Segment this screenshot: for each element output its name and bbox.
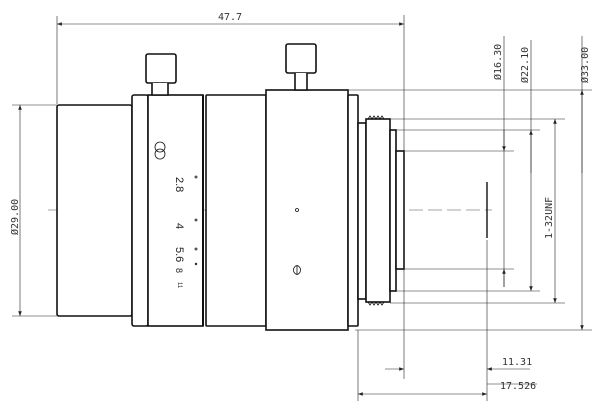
dim-body-diameter: Ø33.00 <box>579 47 591 83</box>
dim-front-diameter: Ø29.00 <box>9 199 21 235</box>
mid-ring <box>205 94 267 327</box>
focus-ring-edge <box>131 94 149 327</box>
rear-ring <box>347 94 359 327</box>
main-body <box>265 89 349 331</box>
front-barrel <box>56 104 133 317</box>
aperture-8: 8 <box>174 268 184 273</box>
dim-flange-back-label: 17.526 <box>500 381 536 392</box>
dim-flange-distance: 11.31 <box>502 357 532 368</box>
aperture-4: 4 <box>173 223 185 229</box>
aperture-ring <box>147 94 204 327</box>
dim-rear-mid-diameter: Ø22.10 <box>519 47 531 83</box>
focus-lock-knob <box>285 43 317 74</box>
aperture-scale: 2.8 4 5.6 8 11 <box>173 175 198 289</box>
rear-lip <box>389 129 397 292</box>
aperture-5.6: 5.6 <box>173 247 185 262</box>
dim-rear-inner-diameter: Ø16.30 <box>492 44 504 80</box>
dim-overall-length: 47.7 <box>218 12 242 23</box>
rear-element <box>395 150 405 270</box>
aperture-2.8: 2.8 <box>173 177 185 192</box>
aperture-lock-knob <box>145 53 177 84</box>
dim-mount-thread: 1-32UNF <box>544 197 555 239</box>
aperture-11: 11 <box>176 282 182 289</box>
mount-step <box>357 122 367 300</box>
thread-mount <box>365 118 391 303</box>
